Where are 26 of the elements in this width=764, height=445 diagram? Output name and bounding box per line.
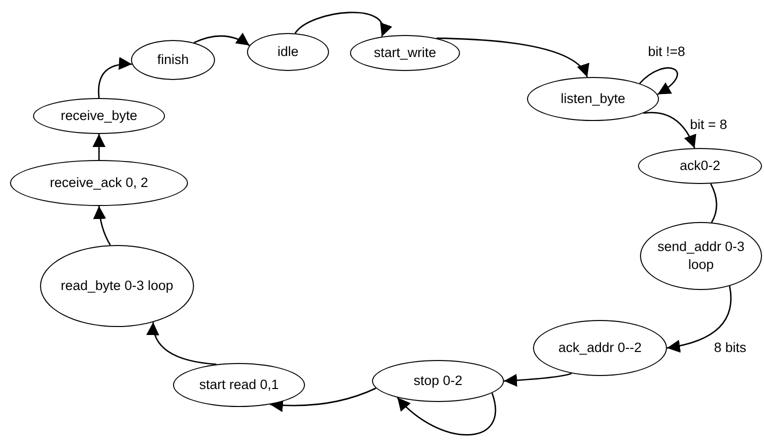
state-ellipse — [527, 77, 659, 121]
state-label: receive_ack 0, 2 — [50, 174, 148, 192]
state-label: receive_byte — [60, 107, 138, 125]
transition-arrow — [92, 134, 106, 160]
state-label: read_byte 0-3 loop — [60, 277, 174, 295]
transition-arrow — [644, 112, 696, 148]
state-label: start_write — [374, 44, 436, 62]
state-label: idle — [277, 43, 298, 61]
transition-arrow — [666, 286, 732, 352]
state-label: ack0-2 — [680, 157, 720, 175]
state-label: finish — [157, 51, 189, 69]
state-label: send_addr 0-3 loop — [656, 238, 746, 274]
transition-arrow — [504, 372, 572, 387]
transition-arrow — [294, 12, 390, 37]
transition-arrow — [270, 388, 376, 412]
transition-arrow — [436, 38, 588, 78]
transition-arrow — [93, 206, 111, 246]
transition-arrow — [98, 57, 132, 98]
transition-arrow — [194, 32, 250, 46]
state-label: start read 0,1 — [199, 376, 279, 394]
state-label: stop 0-2 — [414, 372, 462, 390]
self-loop-arrow — [639, 67, 678, 96]
state-label: listen_byte — [560, 90, 626, 108]
self-loop-arrow — [396, 392, 496, 436]
state-ellipse — [247, 33, 329, 71]
state-label: ack_addr 0--2 — [558, 339, 642, 357]
